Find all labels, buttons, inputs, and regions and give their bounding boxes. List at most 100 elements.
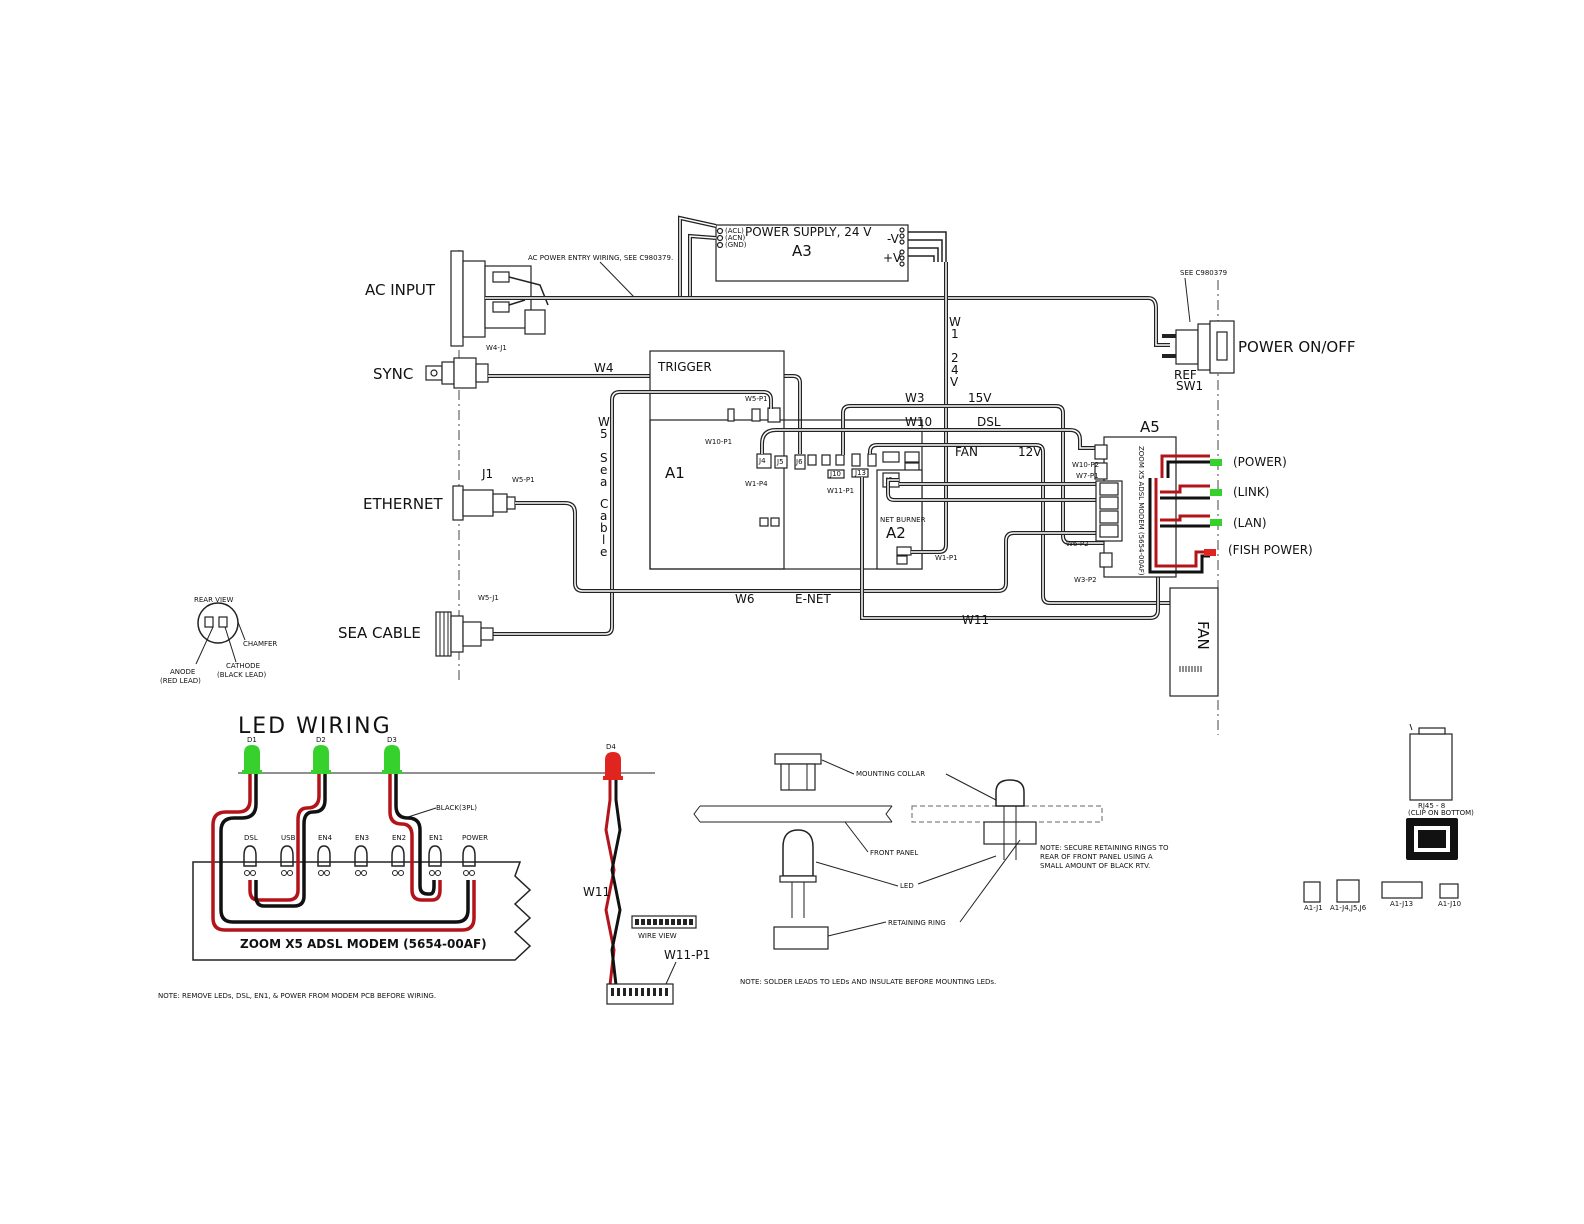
led-wiring-pairs (211, 774, 476, 932)
j13-label: J13 (854, 469, 866, 477)
power-supply-box (715, 224, 909, 282)
w7-p1-ref: W7-P1 (1076, 472, 1099, 480)
connector-views (1303, 879, 1459, 903)
wire-view-pin (659, 919, 663, 925)
w1-p4-ref: W1-P4 (745, 480, 768, 488)
fan-box-label: FAN (1194, 621, 1212, 650)
d1-label: D1 (247, 736, 257, 744)
w11-p1-pin (635, 988, 638, 996)
w11-wire-label: W11 (962, 613, 989, 627)
fan-box (1169, 587, 1219, 697)
modem-pin-pad (244, 870, 250, 876)
rear-view-label: REAR VIEW (194, 596, 233, 604)
sea-cable-label: SEA CABLE (338, 624, 421, 642)
a1-j4-label: A1-J4,J5,J6 (1330, 904, 1367, 912)
sync-label: SYNC (373, 365, 413, 383)
a1-j13-label: A1-J13 (1390, 900, 1413, 908)
modem-pin-pad (287, 870, 293, 876)
see-ref-note: SEE C980379 (1180, 269, 1227, 277)
modem-title: ZOOM X5 ADSL MODEM (5654-00AF) (240, 937, 487, 951)
w5-vertical-label: W 5 S e a C a b l e (598, 415, 610, 559)
modem-pin-pad (361, 870, 367, 876)
w1-vertical-label: W 1 2 4 V (949, 315, 961, 389)
modem-pin-pad (355, 870, 361, 876)
a5-connectors (1094, 444, 1123, 568)
a3-label: A3 (792, 242, 812, 260)
black-3pl-label: BLACK(3PL) (436, 804, 477, 812)
led-d2 (311, 745, 331, 774)
modem-pin-pad (429, 870, 435, 876)
d3-label: D3 (387, 736, 397, 744)
dsl-wire-label: DSL (977, 415, 1001, 429)
w6-p2-ref: W6-P2 (1066, 540, 1089, 548)
led-d1 (242, 745, 262, 774)
modem-pin-pad (324, 870, 330, 876)
modem-pin-pad (281, 870, 287, 876)
led-d3 (382, 745, 402, 774)
w11-harness-label: W11 (583, 885, 610, 899)
modem-pin-led-icon (391, 845, 405, 867)
led-rear-view-icon (195, 602, 246, 665)
front-panel-label: FRONT PANEL (870, 849, 918, 857)
w1-p1-ref: W1-P1 (935, 554, 958, 562)
connector-pins (611, 919, 693, 996)
power-switch (1175, 320, 1235, 374)
note-remove: NOTE: REMOVE LEDs, DSL, EN1, & POWER FRO… (158, 992, 436, 1000)
modem-pin-pad (398, 870, 404, 876)
j4-label: J4 (758, 457, 766, 465)
black-lead-label: (BLACK LEAD) (217, 671, 266, 679)
note-solder: NOTE: SOLDER LEADS TO LEDs AND INSULATE … (740, 978, 996, 986)
enet-label: E-NET (795, 592, 831, 606)
wire-view-pin (677, 919, 681, 925)
led-mounted-icon (983, 779, 1037, 860)
power-on-off-label: POWER ON/OFF (1238, 338, 1356, 356)
svg-text:1: 1 (951, 327, 959, 341)
note-secure-1: NOTE: SECURE RETAINING RINGS TO (1040, 844, 1169, 852)
retaining-ring-label: RETAINING RING (888, 919, 946, 927)
sync-connector (425, 357, 489, 389)
modem-pcb-outline (192, 861, 532, 961)
modem-pin-pad (435, 870, 441, 876)
anode-label: ANODE (170, 668, 195, 676)
w5-p1-ref: W5-P1 (512, 476, 535, 484)
svg-text:2: 2 (951, 351, 959, 365)
j1-label: J1 (481, 467, 493, 481)
w5-j1-ref: W5-J1 (478, 594, 499, 602)
ps-acn: (ACN) (725, 234, 746, 242)
wire-view-pin (683, 919, 687, 925)
power-supply-label: POWER SUPPLY, 24 V (745, 225, 872, 239)
modem-pin-led-icon (243, 845, 257, 867)
svg-text:a: a (600, 475, 607, 489)
fan-wire-label: FAN (955, 445, 978, 459)
svg-text:W: W (949, 315, 961, 329)
d2-label: D2 (316, 736, 326, 744)
w4-label: W4 (594, 361, 614, 375)
rj45-plug (1409, 723, 1453, 801)
ethernet-connector (452, 485, 516, 521)
modem-pin-led-icon (462, 845, 476, 867)
w11-p1-pin (659, 988, 662, 996)
rj45-jack-icon (1406, 818, 1458, 860)
a1-connectors (727, 407, 920, 527)
w10-p1-ref: W10-P1 (705, 438, 732, 446)
modem-side-label: ZOOM X5 ADSL MODEM (5654-00AF) (1137, 446, 1145, 576)
ps-terminals (716, 227, 905, 267)
led-label: LED (900, 882, 914, 890)
trigger-label: TRIGGER (657, 360, 712, 374)
w6-label: W6 (735, 592, 755, 606)
ps-minus: -V (887, 232, 900, 246)
modem-pin-led-icon (317, 845, 331, 867)
led-fish-power-label: (FISH POWER) (1228, 543, 1313, 557)
ps-gnd: (GND) (725, 241, 747, 249)
svg-text:b: b (600, 521, 608, 535)
led-exploded-icon (779, 829, 817, 918)
ps-plus: +V (883, 251, 902, 265)
ac-input-label: AC INPUT (365, 281, 436, 299)
a5-label: A5 (1140, 418, 1160, 436)
ethernet-label: ETHERNET (363, 495, 444, 513)
led-power-label: (POWER) (1233, 455, 1287, 469)
sea-cable-connector (435, 611, 494, 657)
svg-text:l: l (602, 533, 605, 547)
led-wiring-title: LED WIRING (238, 714, 392, 739)
w11-p1-pin (617, 988, 620, 996)
